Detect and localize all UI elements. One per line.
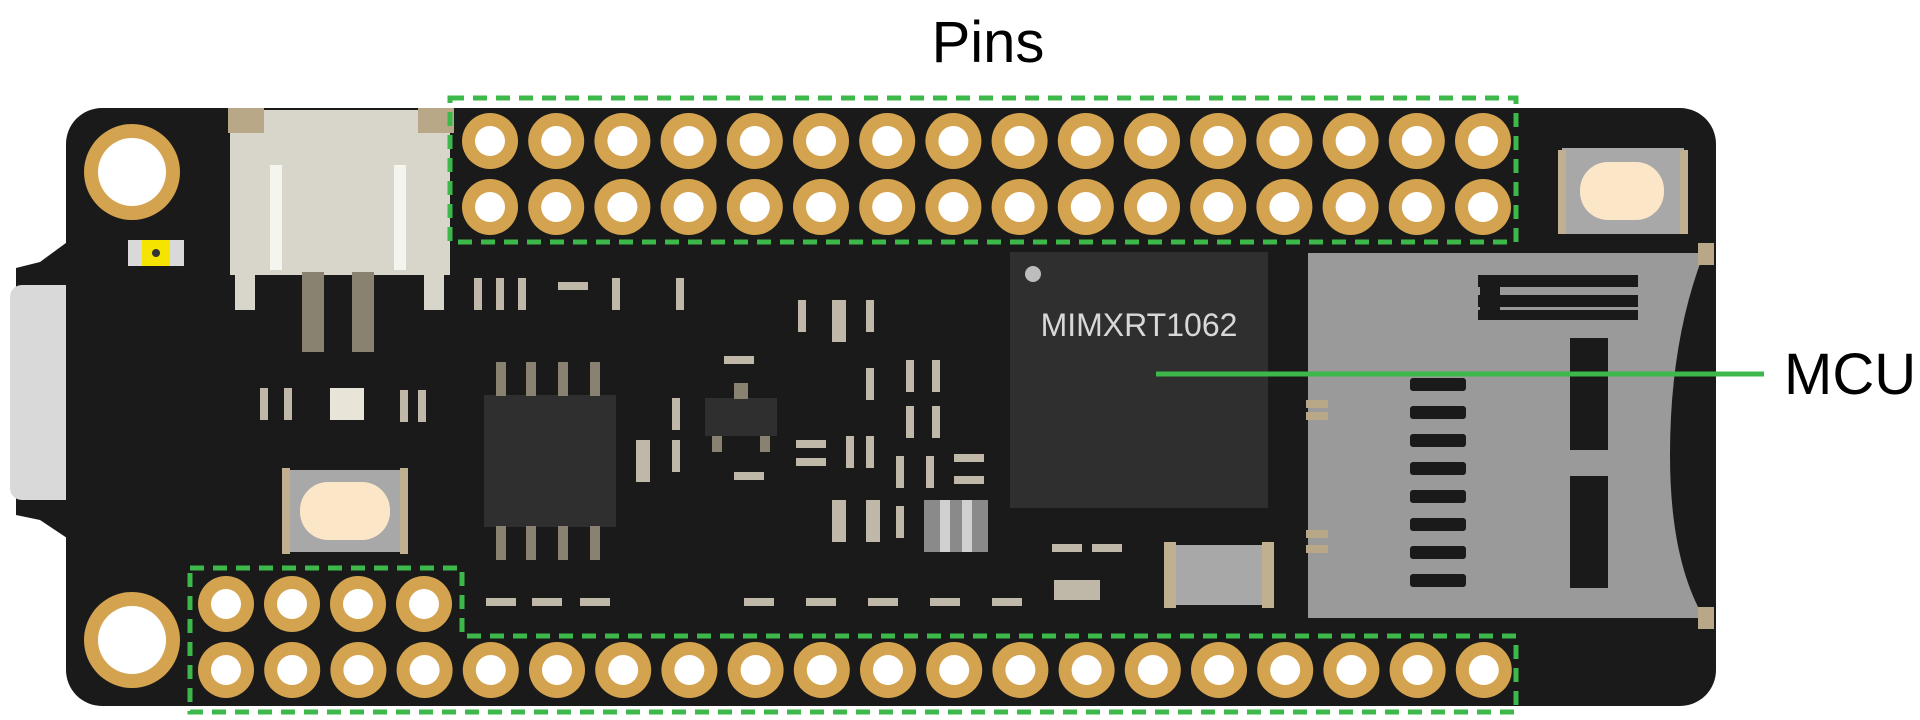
header-pin xyxy=(925,179,982,235)
header-pin xyxy=(859,113,916,169)
header-pin xyxy=(726,179,783,235)
header-pin xyxy=(1455,179,1511,235)
mounting-hole xyxy=(84,124,180,220)
header-pin xyxy=(1057,113,1114,169)
header-pin xyxy=(528,179,585,235)
small-button xyxy=(1164,542,1274,608)
header-pin xyxy=(198,642,254,698)
header-pin xyxy=(726,113,783,169)
header-pin xyxy=(1322,113,1379,169)
pins-callout-label: Pins xyxy=(932,10,1045,75)
inductor xyxy=(924,500,988,552)
header-pin xyxy=(1388,113,1445,169)
passive-components xyxy=(260,278,1122,606)
header-pin xyxy=(595,642,652,698)
header-pin xyxy=(991,113,1048,169)
header-pin xyxy=(925,113,982,169)
header-pin xyxy=(1388,179,1445,235)
header-pin xyxy=(198,576,254,632)
header-pin xyxy=(793,642,850,698)
header-pin xyxy=(1124,113,1180,169)
header-pin xyxy=(462,113,518,169)
header-pin xyxy=(396,576,452,632)
header-pin xyxy=(594,113,651,169)
header-pin xyxy=(264,576,320,632)
flash-chip xyxy=(484,362,616,560)
reset-button xyxy=(282,468,408,554)
header-pin xyxy=(528,113,585,169)
microsd-slot-icon xyxy=(1306,243,1714,629)
header-pin xyxy=(1256,113,1313,169)
header-pin xyxy=(1257,642,1314,698)
status-led xyxy=(128,240,184,266)
header-pin xyxy=(264,642,321,698)
header-pin xyxy=(396,642,453,698)
header-pin xyxy=(859,179,916,235)
header-pin xyxy=(1124,179,1180,235)
header-pin xyxy=(594,179,651,235)
header-pin xyxy=(330,642,387,698)
header-pin xyxy=(660,179,717,235)
header-pin xyxy=(1455,113,1511,169)
header-pin xyxy=(793,113,849,169)
voltage-regulator xyxy=(705,383,777,452)
pins-highlight-top xyxy=(447,95,1519,245)
header-pin xyxy=(1455,642,1512,698)
header-pin xyxy=(727,642,784,698)
header-pin xyxy=(1124,642,1181,698)
bottom-pin-header xyxy=(198,576,1512,698)
header-pin xyxy=(992,642,1049,698)
header-pin xyxy=(1191,642,1247,698)
header-pin xyxy=(1190,113,1247,169)
mcu-part-number: MIMXRT1062 xyxy=(1041,307,1238,343)
boot-button xyxy=(1558,148,1688,234)
pins-highlight-bottom xyxy=(187,565,1519,715)
top-pin-header xyxy=(462,113,1511,235)
header-pin xyxy=(860,642,916,698)
mounting-hole xyxy=(84,592,180,688)
header-pin xyxy=(991,179,1048,235)
header-pin xyxy=(1256,179,1313,235)
header-pin xyxy=(1057,179,1114,235)
header-pin xyxy=(661,642,718,698)
pcb-board xyxy=(66,108,1716,706)
mcu-chip: MIMXRT1062 xyxy=(1010,252,1268,508)
header-pin xyxy=(462,179,518,235)
mcu-callout-label: MCU xyxy=(1784,342,1916,407)
header-pin xyxy=(926,642,983,698)
header-pin xyxy=(1323,642,1380,698)
header-pin xyxy=(330,576,386,632)
header-pin xyxy=(462,642,519,698)
header-pin xyxy=(793,179,849,235)
header-pin xyxy=(1322,179,1379,235)
header-pin xyxy=(1058,642,1115,698)
header-pin xyxy=(660,113,717,169)
header-pin xyxy=(529,642,585,698)
header-pin xyxy=(1389,642,1446,698)
header-pin xyxy=(1190,179,1247,235)
